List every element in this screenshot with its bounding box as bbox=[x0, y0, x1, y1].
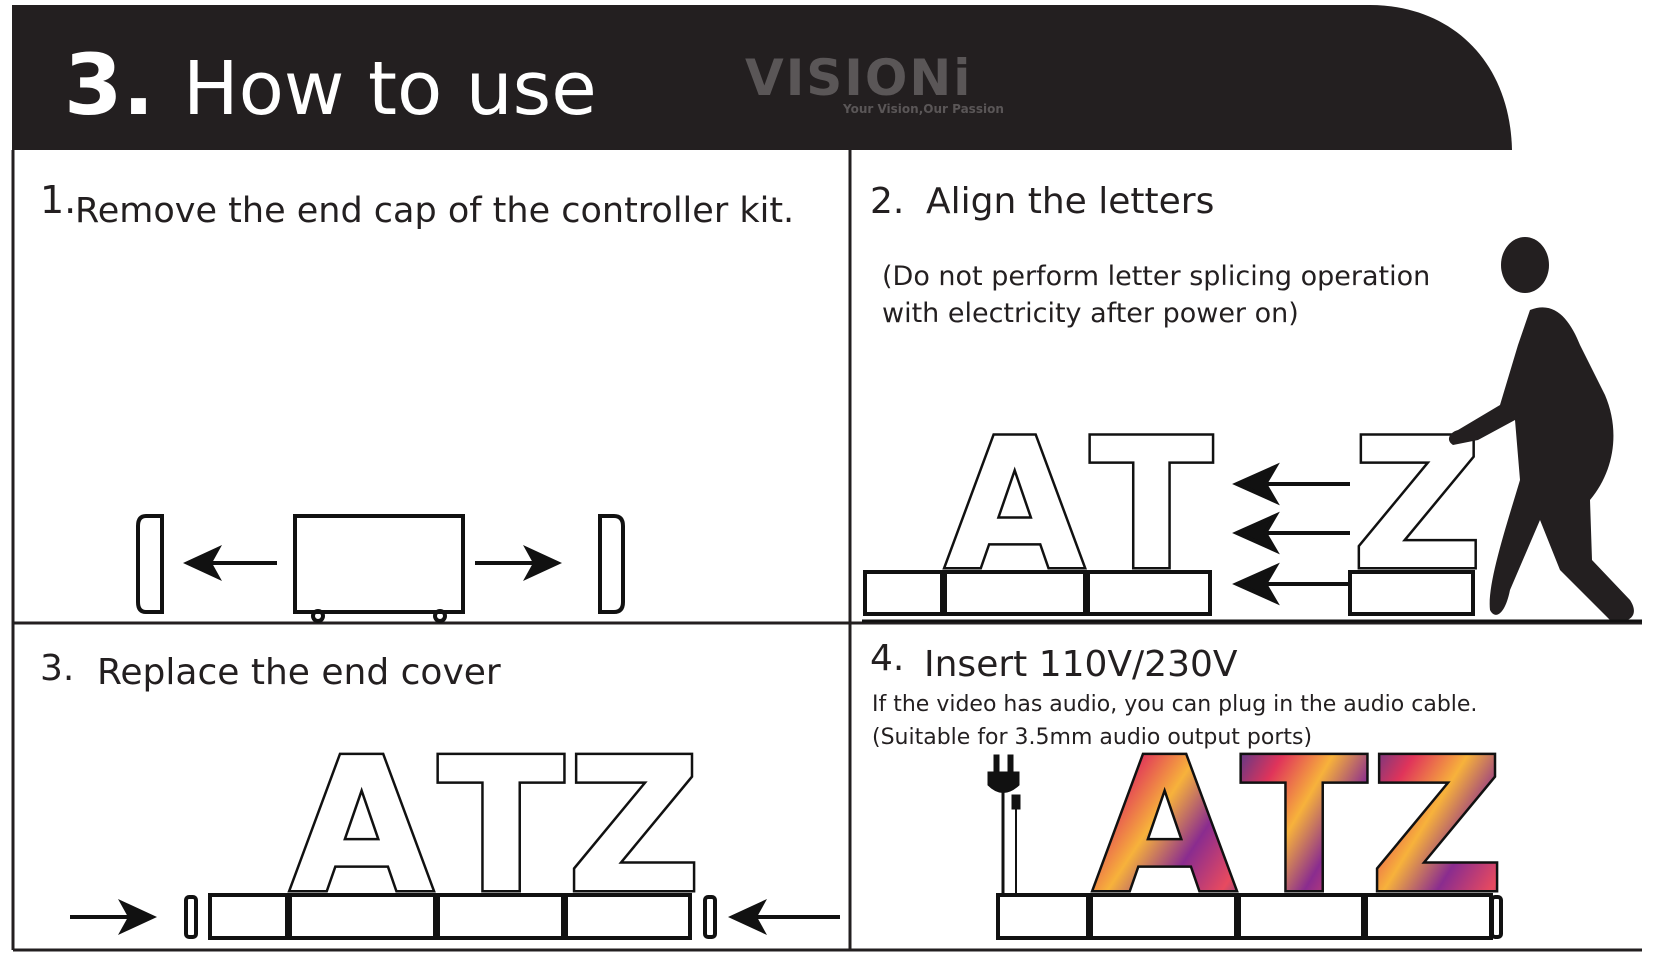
arrow-right-icon bbox=[475, 545, 562, 581]
panel-dividers bbox=[11, 150, 1642, 952]
wheel-icon bbox=[311, 609, 325, 623]
step-3-title: Replace the end cover bbox=[97, 652, 501, 693]
end-cap-left bbox=[136, 514, 164, 614]
step-2-number: 2. bbox=[870, 181, 904, 222]
letter-t-outline: T bbox=[1090, 401, 1213, 610]
person-pushing-icon bbox=[1448, 237, 1634, 622]
arrow-right-icon bbox=[70, 899, 157, 935]
step-2-note-line-2: with electricity after power on) bbox=[882, 298, 1299, 329]
end-cap-right bbox=[598, 514, 625, 614]
step-3-number: 3. bbox=[40, 648, 74, 689]
step-3-panel: 3. Replace the end cover A T Z bbox=[40, 648, 840, 940]
step-2-panel: 2. Align the letters (Do not perform let… bbox=[862, 181, 1642, 623]
arrow-left-icon bbox=[183, 545, 277, 581]
step-4-note-line-1: If the video has audio, you can plug in … bbox=[872, 692, 1477, 717]
step-2-note-line-1: (Do not perform letter splicing operatio… bbox=[882, 261, 1430, 292]
step-4-title: Insert 110V/230V bbox=[924, 644, 1238, 685]
logo-tagline: Your Vision,Our Passion bbox=[842, 102, 1004, 116]
assembled-base bbox=[184, 893, 717, 940]
arrow-left-icon bbox=[728, 899, 840, 935]
letter-bases bbox=[863, 570, 1475, 616]
header-title: How to use bbox=[183, 46, 597, 132]
step-2-title: Align the letters bbox=[926, 181, 1214, 222]
letter-z-outline: Z bbox=[567, 718, 701, 934]
step-4-panel: 4. Insert 110V/230V If the video has aud… bbox=[870, 638, 1507, 940]
letter-a-outline: A bbox=[945, 401, 1084, 610]
step-1-title: Remove the end cap of the controller kit… bbox=[75, 191, 794, 231]
header-number: 3. bbox=[64, 36, 154, 134]
step-1-number: 1. bbox=[40, 178, 76, 222]
step-1-panel: 1. Remove the end cap of the controller … bbox=[40, 178, 794, 623]
letter-t-outline: T bbox=[438, 718, 564, 934]
letter-a-outline: A bbox=[290, 718, 433, 934]
step-4-note-line-2: (Suitable for 3.5mm audio output ports) bbox=[872, 725, 1312, 750]
letter-z-video: Z bbox=[1370, 718, 1504, 934]
logo-text: VISIONi bbox=[745, 49, 972, 107]
power-plug-icon bbox=[987, 754, 1021, 897]
controller-box bbox=[293, 514, 465, 614]
step-4-number: 4. bbox=[870, 638, 904, 679]
push-arrows-icon bbox=[1232, 462, 1350, 606]
letter-t-video: T bbox=[1241, 718, 1367, 934]
wheel-icon bbox=[433, 609, 447, 623]
letter-a-video: A bbox=[1093, 718, 1236, 934]
assembled-base bbox=[996, 893, 1503, 940]
visioni-logo: VISIONi Your Vision,Our Passion bbox=[745, 49, 1004, 116]
header-banner bbox=[12, 5, 1512, 150]
